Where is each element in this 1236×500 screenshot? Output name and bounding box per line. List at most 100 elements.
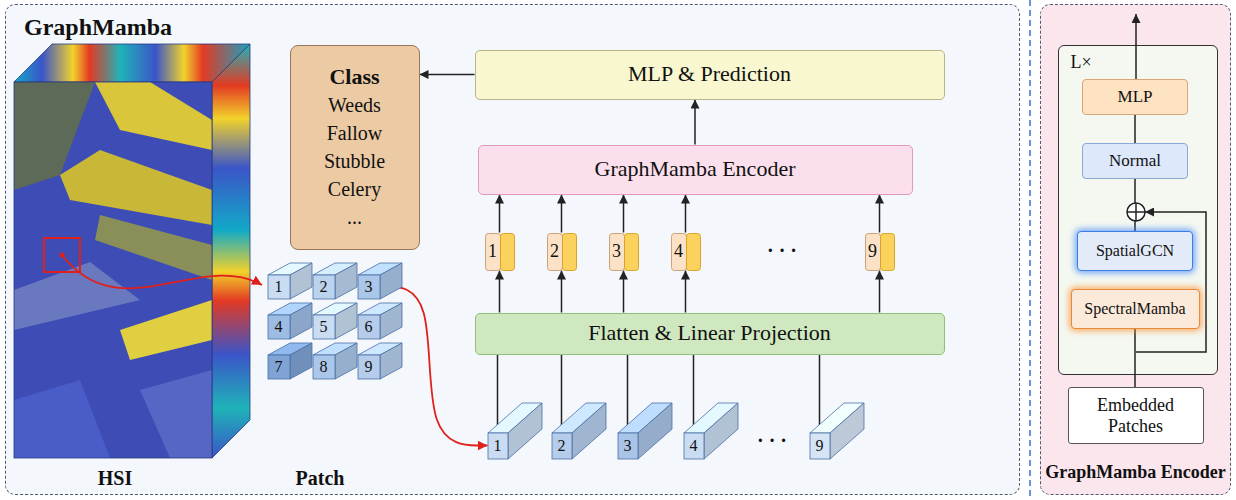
- patch-index: 6: [358, 315, 380, 339]
- token-index-cell: [485, 233, 500, 270]
- cube-front: [268, 315, 290, 339]
- cube-front: [552, 433, 572, 459]
- cube-side: [380, 263, 402, 299]
- token-index: 4: [671, 233, 687, 271]
- image-caption: Patch: [296, 466, 345, 490]
- mlp-prediction-box: MLP & Prediction: [475, 50, 945, 100]
- hsi-side-face: [212, 44, 250, 458]
- patch-cube: 6: [358, 315, 380, 339]
- connector: [685, 271, 687, 313]
- connector: [694, 100, 696, 145]
- cube-side: [380, 343, 402, 379]
- cube-side: [290, 263, 312, 299]
- hsi-field: [14, 380, 110, 458]
- connector: [623, 271, 625, 313]
- patch-index: 9: [358, 355, 380, 379]
- patch-index: 7: [268, 355, 290, 379]
- norm-box: Normal: [1082, 143, 1188, 179]
- spatial-gcn-box: SpatialGCN: [1077, 231, 1193, 271]
- cube-side: [704, 403, 738, 459]
- box-label: GraphMamba Encoder: [595, 156, 796, 182]
- box-label: Normal: [1109, 151, 1161, 171]
- patch-cube: 4: [268, 315, 290, 339]
- token-box: 3: [609, 233, 639, 271]
- residual-arrow: [1136, 212, 1206, 352]
- token-index-cell: [865, 233, 880, 270]
- token-embedding-cell: [500, 233, 514, 270]
- cube-front: [313, 315, 335, 339]
- cube-side: [380, 303, 402, 339]
- cube-side: [335, 263, 357, 299]
- cube-side: [335, 343, 357, 379]
- box-label: MLP & Prediction: [628, 61, 791, 87]
- token-index: 3: [609, 233, 625, 271]
- patch-cube: 1: [268, 275, 290, 299]
- patch-index: 4: [684, 433, 704, 459]
- hsi-field: [95, 82, 212, 150]
- cube-side: [290, 343, 312, 379]
- connector: [380, 287, 488, 446]
- token-embedding-cell: [624, 233, 638, 270]
- token-embedding-cell: [880, 233, 894, 270]
- cube-front: [358, 275, 380, 299]
- token-box: 2: [547, 233, 577, 271]
- box-label: MLP: [1118, 87, 1153, 107]
- connector: [561, 271, 563, 313]
- patch-cube: 9: [358, 355, 380, 379]
- connector: [623, 195, 625, 233]
- class-list: Weeds Fallow Stubble Celery ...: [324, 91, 385, 231]
- add-symbol-cross: [1127, 203, 1145, 221]
- patch-index: 2: [552, 433, 572, 459]
- cube-front: [313, 355, 335, 379]
- hsi-field: [120, 300, 212, 360]
- patch-index: 4: [268, 315, 290, 339]
- hsi-cube: [14, 44, 262, 458]
- patch-cube: 8: [313, 355, 335, 379]
- extract-arrow: [62, 255, 262, 288]
- output-arrow: [1135, 14, 1137, 82]
- token-box: 9: [865, 233, 895, 271]
- connector: [879, 271, 881, 313]
- patch-cube: 2: [313, 275, 335, 299]
- cube-front: [313, 275, 335, 299]
- encoder-box: GraphMamba Encoder: [478, 145, 913, 195]
- cube-front: [268, 275, 290, 299]
- panel-title: GraphMamba Encoder: [1045, 462, 1226, 484]
- token-index: 2: [547, 233, 563, 271]
- connector: [879, 195, 881, 233]
- patch-index: 5: [313, 315, 335, 339]
- cube-front: [810, 433, 830, 459]
- spectral-mamba-box: SpectralMamba: [1071, 289, 1200, 329]
- encoder-wiring: [1127, 14, 1206, 352]
- cube-side: [290, 303, 312, 339]
- ellipsis: · · ·: [767, 238, 797, 262]
- cube-front: [684, 433, 704, 459]
- mlp-box: MLP: [1082, 79, 1188, 115]
- cube-front: [358, 355, 380, 379]
- token-box: 1: [485, 233, 515, 271]
- cube-side: [335, 303, 357, 339]
- cube-side: [830, 403, 864, 459]
- connector: [561, 195, 563, 233]
- connector: [819, 355, 821, 433]
- connector: [685, 195, 687, 233]
- box-label: SpectralMamba: [1084, 299, 1185, 318]
- projection-box: Flatten & Linear Projection: [475, 313, 945, 355]
- token-index-cell: [609, 233, 624, 270]
- connector: [561, 355, 563, 433]
- connector: [499, 195, 501, 233]
- add-symbol: [1127, 203, 1145, 221]
- token-index: 1: [485, 233, 501, 271]
- panel-divider: [1029, 0, 1031, 500]
- cube-front: [618, 433, 638, 459]
- connector: [693, 355, 695, 433]
- token-box: 4: [671, 233, 701, 271]
- connector: [1134, 115, 1136, 143]
- patch-cube: 5: [313, 315, 335, 339]
- patch-index: 3: [618, 433, 638, 459]
- image-caption: HSI: [98, 466, 132, 490]
- connector: [1134, 329, 1136, 387]
- token-embedding-cell: [562, 233, 576, 270]
- hsi-field: [140, 370, 212, 458]
- patch-index: 1: [488, 433, 508, 459]
